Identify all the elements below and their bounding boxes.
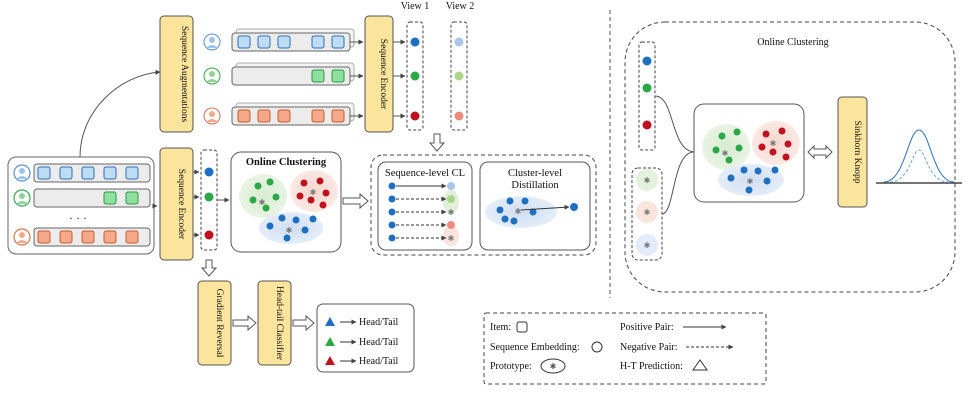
sinkhorn-label: Sinkhorn Knopp <box>852 120 862 183</box>
legend: Item: Sequence Embedding: Prototype: ✱ P… <box>483 312 767 385</box>
online-clustering-title: Online Clustering <box>246 157 327 168</box>
user-avatar <box>13 228 31 246</box>
svg-text:✱: ✱ <box>448 208 455 217</box>
svg-text:✱: ✱ <box>259 198 266 207</box>
augmentations-label: Sequence Augmentations <box>179 26 189 123</box>
legend-ht-prediction: H-T Prediction: <box>620 361 683 372</box>
distill-title-1: Cluster-level <box>508 168 562 179</box>
view1-embeddings <box>406 21 424 131</box>
encoder-top-label: Sequence Encoder <box>378 39 388 110</box>
encoder-main-label: Sequence Encoder <box>176 169 186 240</box>
sequence-augmentations-block: Sequence Augmentations <box>159 15 194 133</box>
augmented-sequences <box>203 28 364 126</box>
online-clustering-panel: Online Clustering ✱ ✱ ✱ <box>230 151 342 253</box>
svg-text:✱: ✱ <box>747 177 754 186</box>
legend-prototype: Prototype: <box>490 361 532 372</box>
view1-label: View 1 <box>401 1 430 12</box>
svg-text:✱: ✱ <box>550 362 557 371</box>
right-online-clustering-title: Online Clustering <box>757 37 828 48</box>
head-tail-classifier-block: Head-tail Classifier <box>257 280 292 366</box>
legend-item: Item: <box>490 322 511 333</box>
legend-sequence-embedding: Sequence Embedding: <box>490 342 580 353</box>
svg-text:✱: ✱ <box>448 234 455 243</box>
svg-text:✱: ✱ <box>286 226 293 235</box>
sinkhorn-knopp-block: Sinkhorn Knopp <box>837 96 868 208</box>
svg-text:✱: ✱ <box>310 188 317 197</box>
cluster-distillation-panel: Cluster-level Distillation ✱ <box>479 161 591 251</box>
gradient-reversal-block: Gradient Reversal <box>197 280 232 366</box>
sequence-encoder-main: Sequence Encoder <box>159 147 194 261</box>
main-embeddings <box>200 149 218 251</box>
user-avatar <box>13 164 31 182</box>
input-sequences: · · · <box>7 156 155 255</box>
gradient-reversal-label: Gradient Reversal <box>214 289 224 358</box>
right-online-clustering: Online Clustering ✱ ✱ ✱ ✱ ✱ ✱ <box>624 21 962 293</box>
user-avatar <box>13 189 31 207</box>
svg-text:✱: ✱ <box>644 176 651 185</box>
prediction-label: Head/Tail <box>359 356 399 367</box>
svg-text:✱: ✱ <box>644 208 651 217</box>
head-tail-predictions: Head/Tail Head/Tail Head/Tail <box>316 303 415 373</box>
view2-label: View 2 <box>446 1 475 12</box>
prediction-label: Head/Tail <box>359 337 399 348</box>
svg-text:Sequence Augmentations: Sequence Augmentations <box>179 26 189 123</box>
head-tail-classifier-label: Head-tail Classifier <box>274 286 285 361</box>
legend-negative-pair: Negative Pair: <box>620 342 677 353</box>
sequence-cl-title: Sequence-level CL <box>385 168 465 179</box>
sequence-level-cl-panel: Sequence-level CL ✱ ✱ <box>377 161 473 251</box>
svg-text:✱: ✱ <box>644 241 651 250</box>
sequence-encoder-top: Sequence Encoder <box>364 15 394 133</box>
ellipsis: · · · <box>69 211 87 225</box>
distill-title-2: Distillation <box>511 180 559 191</box>
svg-text:✱: ✱ <box>515 207 522 216</box>
svg-text:✱: ✱ <box>770 139 777 148</box>
svg-text:✱: ✱ <box>722 149 729 158</box>
view2-embeddings <box>450 21 468 131</box>
legend-positive-pair: Positive Pair: <box>620 322 674 333</box>
prediction-label: Head/Tail <box>359 317 399 328</box>
